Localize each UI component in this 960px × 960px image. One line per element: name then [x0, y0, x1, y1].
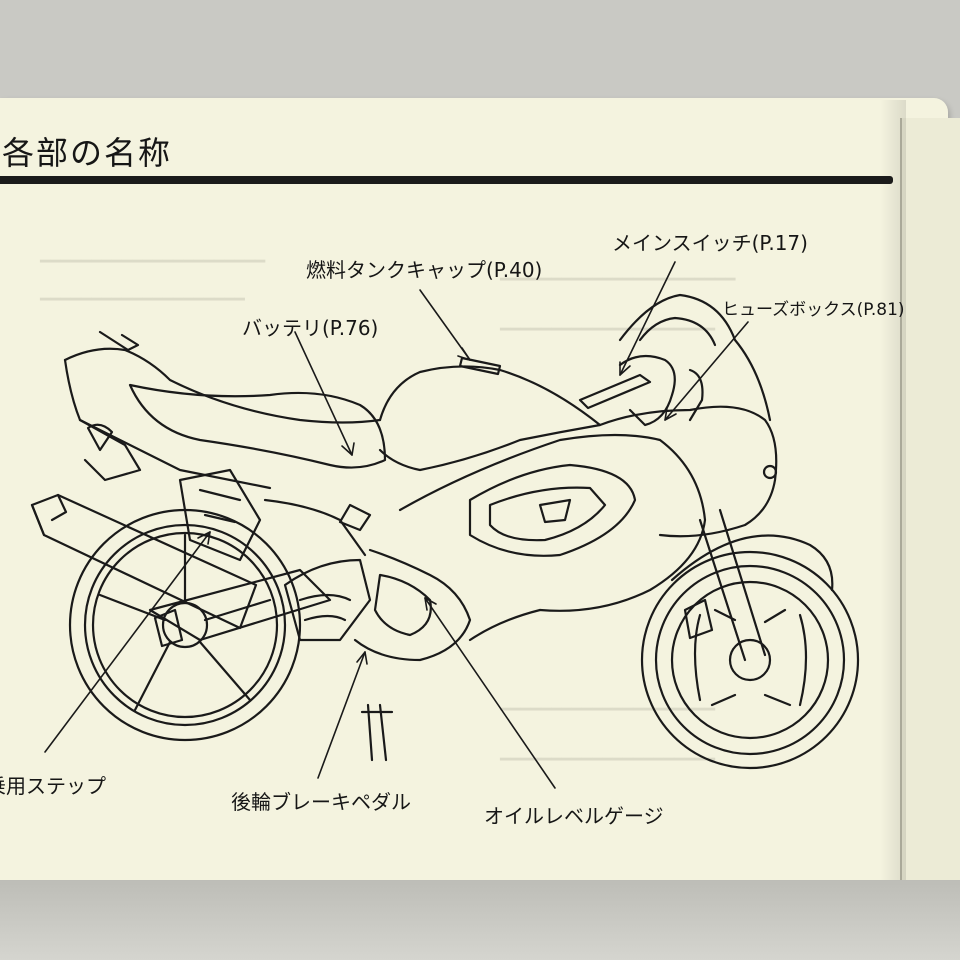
label-battery: バッテリ(P.76) — [242, 316, 379, 340]
leader-lines — [44, 261, 749, 789]
rear-caliper — [153, 608, 184, 648]
engine-frame — [178, 468, 542, 662]
manual-page — [0, 98, 948, 910]
fuel-tank — [378, 365, 602, 472]
side-stand — [360, 703, 394, 762]
tail-cowl — [63, 330, 382, 490]
rear-wheel — [68, 508, 302, 742]
front-caliper — [683, 598, 714, 640]
label-fuel-tank-cap: 燃料タンクキャップ(P.40) — [306, 258, 543, 282]
label-fuse-box: ヒューズボックス(P.81) — [722, 300, 905, 320]
title-rule — [0, 176, 893, 184]
label-footrest: 乗用ステップ — [0, 774, 106, 798]
front-fairing — [398, 293, 778, 612]
bleed-through-text: ━━━━━━━━━━━━━━━━━━━━━━ — [40, 252, 266, 272]
bleed-through-text: ━━━━━━━━━━━━━━━━━━━━━ — [500, 750, 715, 770]
page-title: 各部の名称 — [2, 134, 173, 172]
front-wheel — [640, 550, 860, 770]
bleed-through-text: ━━━━━━━━━━━━━━━━━━━━━━━ — [500, 270, 736, 290]
bleed-through-text: ━━━━━━━━━━━━━━━━━━━━━ — [500, 320, 715, 340]
seat — [128, 383, 387, 469]
label-oil-level-gauge: オイルレベルゲージ — [484, 804, 664, 828]
facing-page-edge — [900, 118, 960, 918]
desk-shadow — [0, 880, 960, 960]
swingarm — [148, 568, 332, 642]
bleed-through-text: ━━━━━━━━━━━━━━━━━━━━ — [40, 290, 245, 310]
front-fork — [698, 508, 767, 662]
label-main-switch: メインスイッチ(P.17) — [612, 231, 808, 255]
page-gutter-shadow — [880, 100, 906, 910]
front-fender — [670, 534, 834, 592]
bleed-through-text: ━━━━━━━━━━━━━━━━━━━━━ — [500, 700, 715, 720]
label-rear-brake-pedal: 後輪ブレーキペダル — [231, 790, 411, 814]
exhaust-muffler — [30, 493, 258, 630]
handlebar — [578, 354, 704, 427]
fuel-cap — [458, 356, 502, 376]
